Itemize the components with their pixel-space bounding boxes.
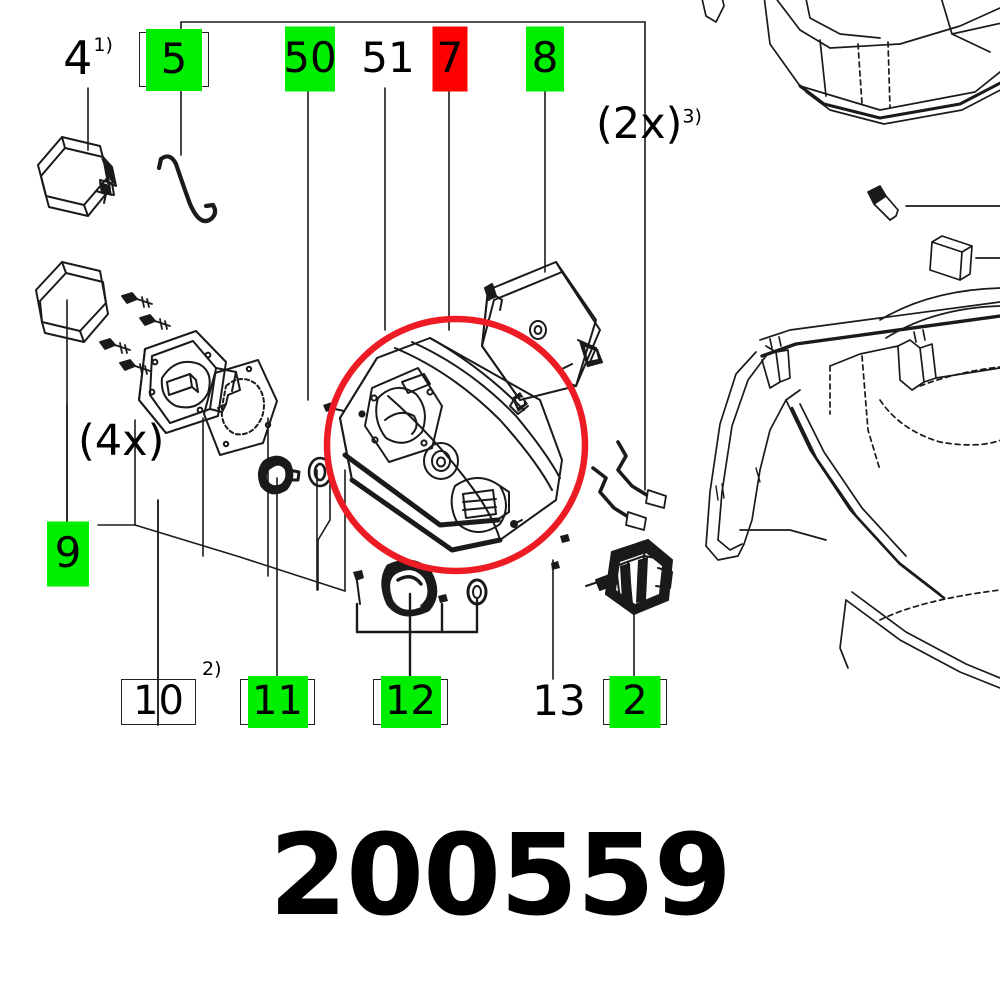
callout-chip-50: 50 [279, 26, 341, 92]
callout-number-12: 12 [385, 678, 436, 724]
knob-fasteners [353, 570, 488, 606]
part-cap-upper-fill [99, 158, 116, 196]
callout-chip-11: 11 [240, 676, 315, 728]
callout-number-9: 9 [54, 528, 82, 577]
highlight-swatch-green [609, 676, 661, 728]
part-screw-group [99, 292, 171, 375]
callout-10[interactable]: 10 [121, 679, 196, 725]
footnote-marker-2: 2) [202, 658, 222, 680]
callout-number-7: 7 [436, 33, 464, 82]
callout-chip-13: 13 [524, 679, 594, 725]
callout-number-13: 13 [532, 676, 586, 725]
callout-footnote-4: 1) [93, 34, 113, 56]
part-grommet-fill [259, 457, 292, 493]
callout-number-2: 2 [622, 678, 648, 724]
leader-11-kink [317, 477, 331, 591]
callout-chip-12: 12 [373, 676, 448, 728]
highlight-swatch-green [285, 26, 335, 92]
highlight-swatch-green [247, 676, 308, 728]
part-socket-housing [138, 330, 241, 434]
leader-bracket-12 [355, 592, 479, 681]
part-socket-gasket [203, 359, 278, 456]
quantity-4x-text: (4x) [78, 416, 165, 466]
callout-51[interactable]: 51 [357, 30, 419, 88]
callout-2[interactable]: 2 [603, 676, 667, 728]
switch-latch-fill [596, 540, 672, 614]
callout-chip-9: 9 [42, 521, 94, 587]
callout-11[interactable]: 11 [240, 676, 315, 728]
callout-number-50: 50 [283, 33, 337, 82]
context-tractor-hood [701, 0, 1000, 689]
callout-8[interactable]: 8 [521, 26, 569, 92]
part-control-module [481, 261, 603, 415]
harness-terminals [625, 489, 667, 531]
callout-9[interactable]: 9 [42, 521, 94, 587]
callout-5[interactable]: 5 [139, 28, 209, 91]
highlight-swatch-green [526, 26, 564, 92]
callout-chip-8: 8 [521, 26, 569, 92]
callout-number-11: 11 [252, 678, 303, 724]
highlight-swatch-green [380, 676, 441, 728]
callout-7[interactable]: 7 [428, 26, 472, 92]
callout-chip-7: 7 [428, 26, 472, 92]
callout-number-4: 4 [63, 31, 93, 85]
quantity-annotation-2x: (2x)3) [596, 103, 702, 146]
part-screw-heads [100, 293, 155, 370]
highlight-swatch-green [146, 28, 202, 91]
callout-number-10: 10 [133, 678, 184, 724]
part-number: 200559 [269, 811, 732, 941]
quantity-annotation-4x: (4x) [78, 420, 164, 463]
callout-13[interactable]: 13 [524, 679, 594, 725]
quantity-2x-footnote: 3) [682, 105, 702, 128]
leader-bracket-4x [66, 403, 346, 726]
callout-number-8: 8 [531, 33, 559, 82]
context-hatching [715, 467, 761, 501]
callout-chip-2: 2 [603, 676, 667, 728]
part-wiring-harness [591, 440, 652, 520]
part-connector-cap-lower [35, 261, 109, 343]
callout-chip-10: 10 [121, 679, 196, 725]
callout-chip-51: 51 [357, 30, 419, 88]
emphasis-ellipse [323, 315, 589, 575]
callout-50[interactable]: 50 [279, 26, 341, 92]
knob-fill [383, 561, 436, 615]
callout-chip-5: 5 [139, 28, 209, 91]
part-connector-cap-upper [37, 136, 117, 217]
context-hardware-fill [868, 186, 886, 204]
highlight-swatch-green [47, 521, 89, 587]
highlight-swatch-red [432, 26, 468, 92]
callout-number-51: 51 [361, 33, 415, 82]
part-spring-clip [156, 154, 218, 224]
callout-number-5: 5 [160, 33, 188, 83]
callout-12[interactable]: 12 [373, 676, 448, 728]
module-connector-fill [486, 284, 603, 412]
quantity-2x-text: (2x) [596, 99, 683, 149]
part-console-panel [339, 337, 563, 553]
